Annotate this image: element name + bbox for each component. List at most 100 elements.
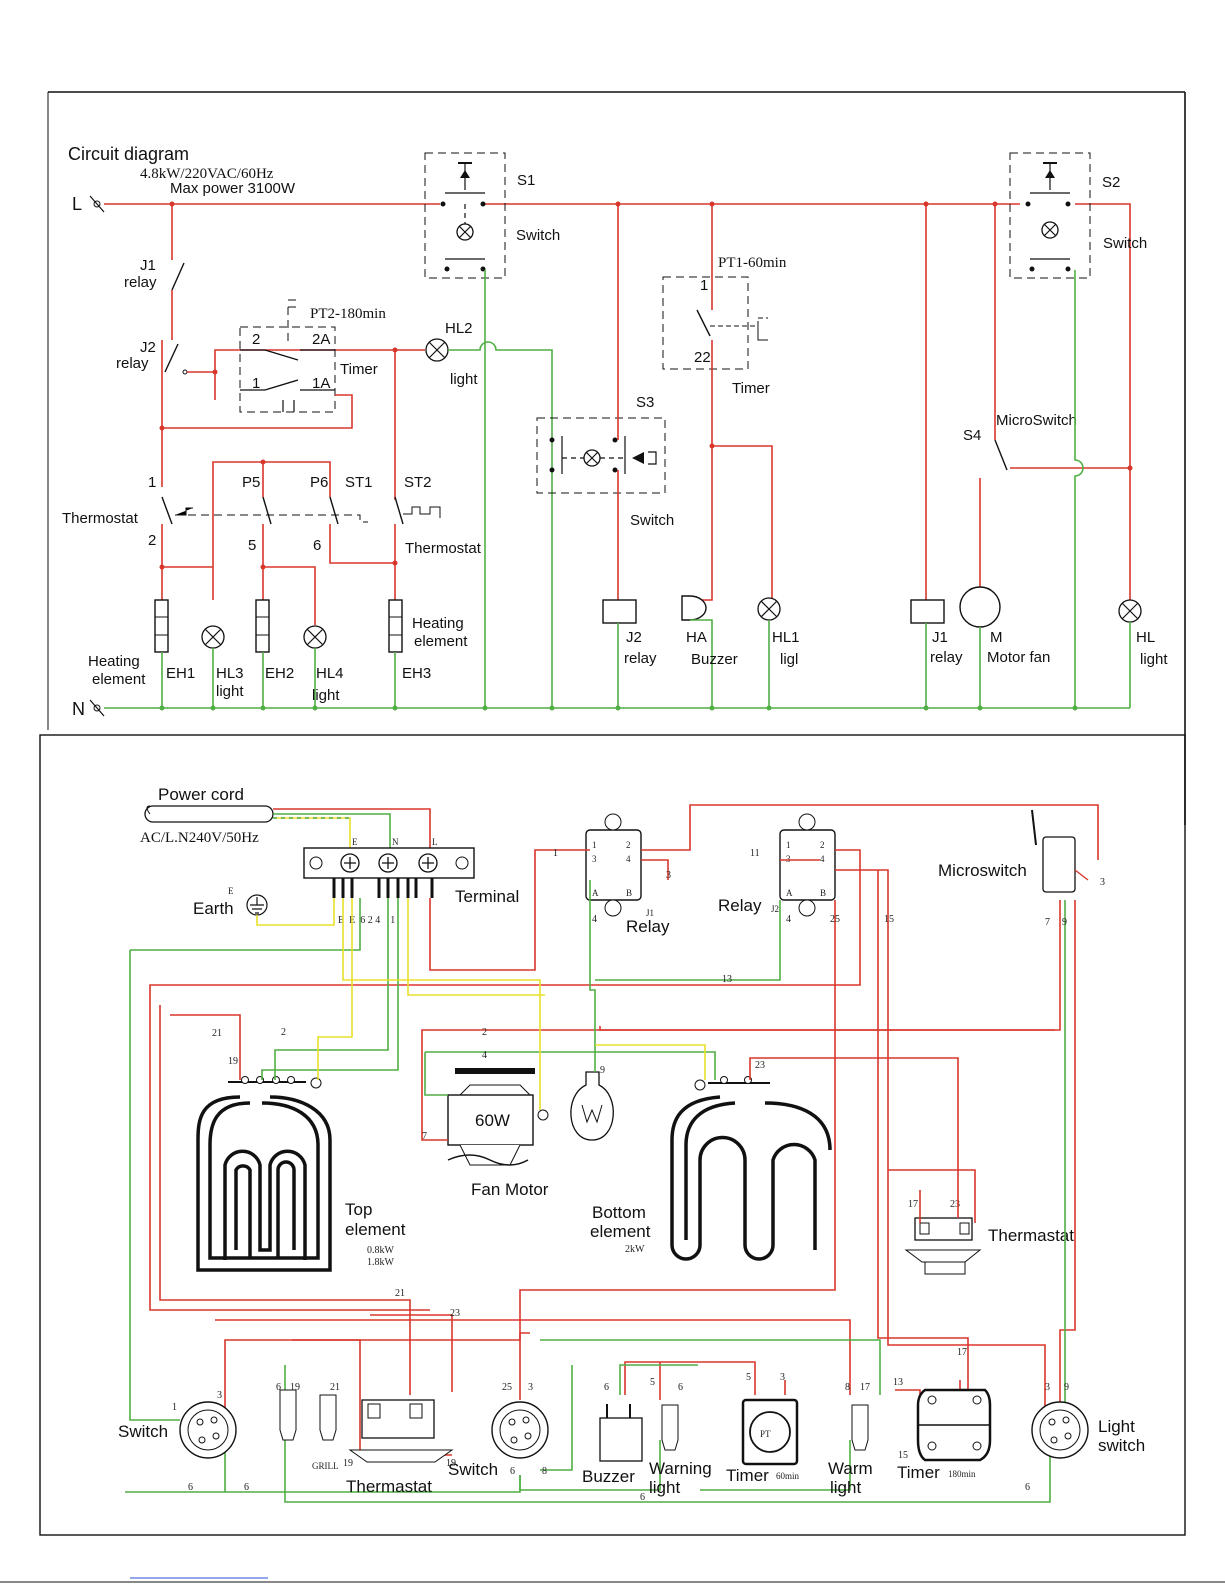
lamp-hl4 bbox=[303, 625, 327, 649]
heating-right-label-2: element bbox=[414, 633, 468, 650]
relay-j2-code: J2 bbox=[771, 904, 779, 914]
wire-buzzer-neutral bbox=[690, 619, 713, 708]
hl1-label: HL1 bbox=[772, 629, 800, 646]
relay-coil-j2 bbox=[602, 599, 637, 624]
relay-coil-j1 bbox=[910, 599, 945, 624]
wire-element-taps bbox=[162, 566, 316, 625]
switch-left-label: Switch bbox=[118, 1422, 168, 1441]
bottom-heating-element bbox=[670, 1076, 832, 1261]
timer-pt1[interactable] bbox=[662, 276, 768, 370]
light-switch-knob[interactable] bbox=[1031, 1401, 1089, 1459]
wire-thermostat-loads bbox=[161, 461, 396, 600]
wire-to-hl2 bbox=[394, 349, 425, 500]
wire-s4-loads bbox=[979, 204, 1130, 600]
ha-caption: Buzzer bbox=[691, 651, 738, 668]
pt1-label: PT1-60min bbox=[718, 255, 787, 271]
top-element-kw2: 1.8kW bbox=[367, 1257, 395, 1268]
svg-text:15: 15 bbox=[898, 1450, 908, 1461]
thermostat-bottom-part[interactable] bbox=[348, 1399, 454, 1463]
light-switch-label-2: switch bbox=[1098, 1436, 1145, 1455]
pt2-pin-1: 1 bbox=[252, 375, 260, 392]
timer-180min-part[interactable] bbox=[916, 1388, 992, 1462]
schematic-max-power: Max power 3100W bbox=[170, 180, 296, 197]
hl4-label: HL4 bbox=[316, 665, 344, 682]
svg-text:7: 7 bbox=[1045, 917, 1050, 928]
heating-element-eh2 bbox=[255, 599, 270, 653]
st1-label: ST1 bbox=[345, 474, 373, 491]
ha-label: HA bbox=[686, 629, 707, 646]
svg-text:21: 21 bbox=[212, 1028, 222, 1039]
microswitch-s4[interactable] bbox=[994, 439, 1008, 471]
heating-right-label: Heating bbox=[412, 615, 464, 632]
svg-text:21: 21 bbox=[395, 1288, 405, 1299]
wire-pt2-1a-return bbox=[162, 394, 353, 429]
switch-s2[interactable] bbox=[1009, 152, 1091, 279]
schematic-title: Circuit diagram bbox=[68, 144, 189, 164]
s2-label: S2 bbox=[1102, 174, 1120, 191]
svg-text:23: 23 bbox=[755, 1060, 765, 1071]
microswitch-part[interactable] bbox=[1031, 809, 1089, 893]
svg-text:6: 6 bbox=[678, 1382, 683, 1393]
motor-fan-m bbox=[959, 586, 1001, 628]
fan-motor-part bbox=[447, 1068, 549, 1166]
svg-text:6: 6 bbox=[188, 1482, 193, 1493]
thermostat-contacts-left bbox=[161, 496, 368, 525]
svg-text:8: 8 bbox=[542, 1466, 547, 1477]
hl2-label: HL2 bbox=[445, 320, 473, 337]
timer-60min-part[interactable] bbox=[741, 1398, 799, 1466]
pt1-pin-22: 22 bbox=[694, 349, 711, 366]
s3-label: S3 bbox=[636, 394, 654, 411]
therm-pin-2: 2 bbox=[148, 532, 156, 549]
wire-loads-neutral bbox=[161, 648, 396, 708]
switch-s1[interactable] bbox=[424, 152, 506, 279]
timer60-duration: 60min bbox=[776, 1471, 800, 1481]
s4-caption: MicroSwitch bbox=[996, 412, 1077, 429]
grill-label: GRILL bbox=[312, 1461, 339, 1471]
svg-text:2: 2 bbox=[820, 840, 825, 850]
terminal-n-label: N bbox=[392, 837, 399, 847]
neutral-terminal-label: N bbox=[72, 699, 85, 719]
pt2-caption: Timer bbox=[340, 361, 378, 378]
j2-coil-caption: relay bbox=[624, 650, 657, 667]
s1-label: S1 bbox=[517, 172, 535, 189]
switch-knob-left[interactable] bbox=[179, 1401, 237, 1459]
warm-lamp bbox=[851, 1404, 869, 1451]
terminal-pin-labels: E E 6 2 4 1 bbox=[338, 915, 395, 926]
p5-label: P5 bbox=[242, 474, 260, 491]
svg-text:4: 4 bbox=[482, 1050, 487, 1061]
svg-text:19: 19 bbox=[228, 1056, 238, 1067]
timer-pt-label: PT bbox=[760, 1429, 771, 1439]
svg-text:3: 3 bbox=[1100, 877, 1105, 888]
wire-hl2-neutral bbox=[448, 341, 553, 708]
cord-earth-wire bbox=[273, 817, 351, 850]
switch-s3[interactable] bbox=[536, 417, 666, 494]
eh2-label: EH2 bbox=[265, 665, 294, 682]
wire-s2-neutral bbox=[1074, 270, 1084, 708]
thermostat-bottom-label: Thermastat bbox=[346, 1477, 432, 1496]
thermostat-right-part[interactable] bbox=[904, 1217, 982, 1275]
j2-caption: relay bbox=[116, 355, 149, 372]
timer-pt2[interactable] bbox=[239, 299, 336, 413]
svg-text:17: 17 bbox=[860, 1382, 870, 1393]
lamp-hl bbox=[1118, 599, 1142, 623]
heating-left-label: Heating bbox=[88, 653, 140, 670]
svg-text:6: 6 bbox=[640, 1492, 645, 1503]
power-spec-label: AC/L.N240V/50Hz bbox=[140, 830, 259, 846]
svg-text:4: 4 bbox=[592, 914, 597, 925]
m-label: M bbox=[990, 629, 1003, 646]
st2-label: ST2 bbox=[404, 474, 432, 491]
wire-harness bbox=[125, 804, 1099, 1503]
heating-element-eh1 bbox=[154, 599, 169, 653]
therm-pin-1: 1 bbox=[148, 474, 156, 491]
svg-text:7: 7 bbox=[422, 1131, 427, 1142]
svg-text:19: 19 bbox=[446, 1458, 456, 1469]
terminal-e-label: E bbox=[352, 837, 358, 847]
terminal-block bbox=[303, 847, 475, 898]
top-heating-element bbox=[196, 1076, 332, 1272]
j1-coil-caption: relay bbox=[930, 649, 963, 666]
switch-knob-mid[interactable] bbox=[491, 1401, 549, 1459]
pt2-pin-1a: 1A bbox=[312, 375, 330, 392]
svg-text:3: 3 bbox=[786, 854, 791, 864]
pt2-pin-2a: 2A bbox=[312, 331, 330, 348]
svg-text:B: B bbox=[820, 888, 826, 898]
